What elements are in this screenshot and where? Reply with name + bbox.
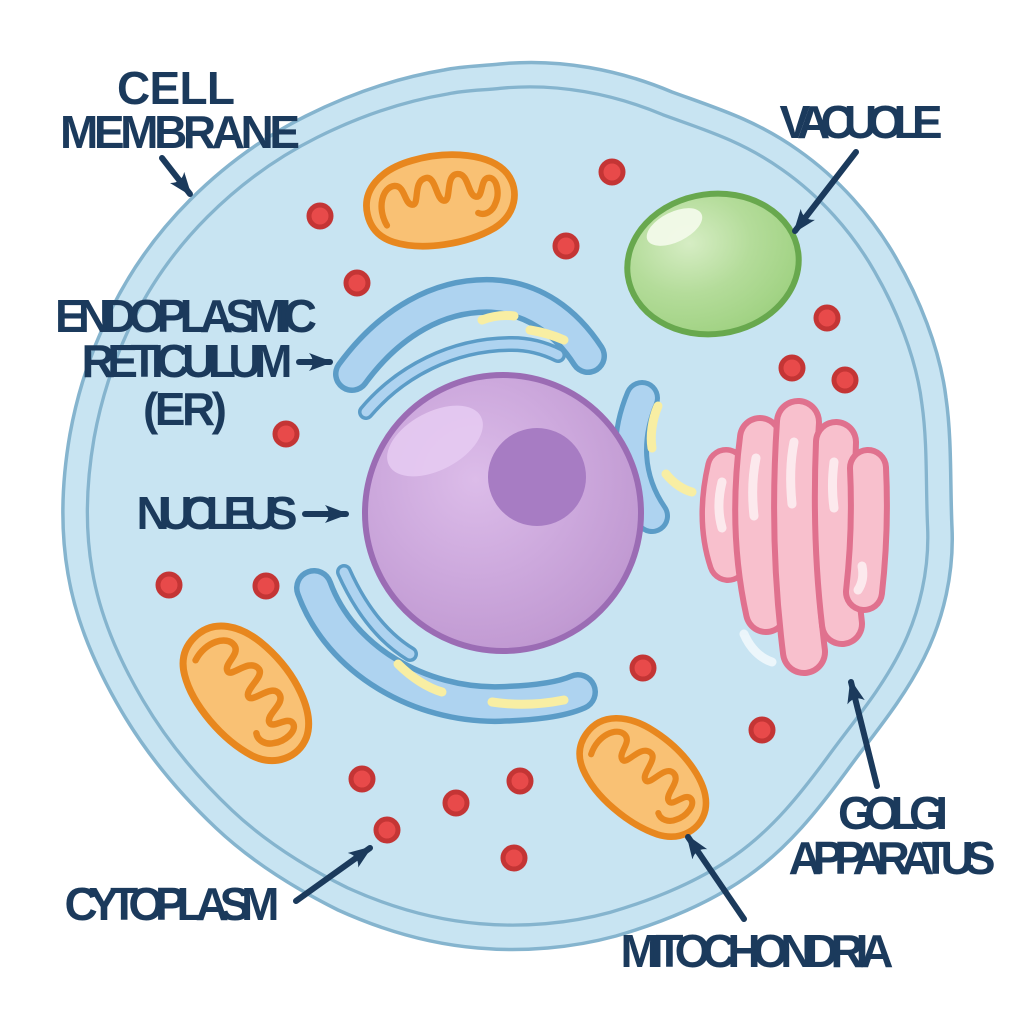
arrow-golgi xyxy=(847,679,880,789)
arrow-mitochondria xyxy=(685,834,747,922)
label-cell-membrane-line2: MEMBRANE xyxy=(60,106,300,158)
arrow-cytoplasm xyxy=(293,845,373,904)
vacuole-shape xyxy=(624,190,802,338)
label-cell-membrane-line1: CELL xyxy=(117,62,235,114)
er-top xyxy=(333,276,607,420)
ribosome-dot xyxy=(500,844,528,872)
ribosome-dot xyxy=(629,654,657,682)
label-er-line1: ENDOPLASMIC xyxy=(55,290,317,342)
ribosome-dots xyxy=(155,158,859,872)
golgi-highlights xyxy=(714,437,868,667)
label-cytoplasm: CYTOPLASM xyxy=(65,878,280,930)
ribosome-dot xyxy=(348,765,376,793)
ribosome-dot xyxy=(813,304,841,332)
ribosome-dot xyxy=(552,232,580,260)
ribosome-dot xyxy=(272,420,300,448)
ribosome-dot xyxy=(748,716,776,744)
golgi-shape xyxy=(699,398,890,676)
ribosome-dot xyxy=(442,789,470,817)
ribosome-dot xyxy=(373,816,401,844)
ribosome-dot xyxy=(343,269,371,297)
label-er-line3: (ER) xyxy=(143,383,227,435)
vacuole-highlight xyxy=(646,208,703,246)
arrow-cell-membrane xyxy=(159,155,193,197)
arrow-vacuole xyxy=(792,149,859,234)
nucleus-shape xyxy=(362,372,644,654)
label-mitochondria: MITOCHONDRIA xyxy=(621,925,894,977)
label-nucleus: NUCLEUS xyxy=(137,487,298,539)
label-golgi-line2: APPARATUS xyxy=(789,832,996,884)
ribosome-dot xyxy=(252,572,280,600)
ribosome-dot xyxy=(506,767,534,795)
ribosome-dot xyxy=(598,158,626,186)
label-er-line2: RETICULUM xyxy=(82,335,293,387)
nucleus-highlight xyxy=(387,405,483,477)
label-golgi-line1: GOLGI xyxy=(838,787,948,839)
ribosome-dot xyxy=(778,354,806,382)
arrows xyxy=(159,149,880,922)
ribosome-dot xyxy=(155,571,183,599)
ribosome-dot xyxy=(831,366,859,394)
ribosome-dot xyxy=(306,202,334,230)
er-bottom xyxy=(294,564,598,725)
label-vacuole: VACUOLE xyxy=(780,96,943,148)
nucleolus-shape xyxy=(488,428,586,526)
